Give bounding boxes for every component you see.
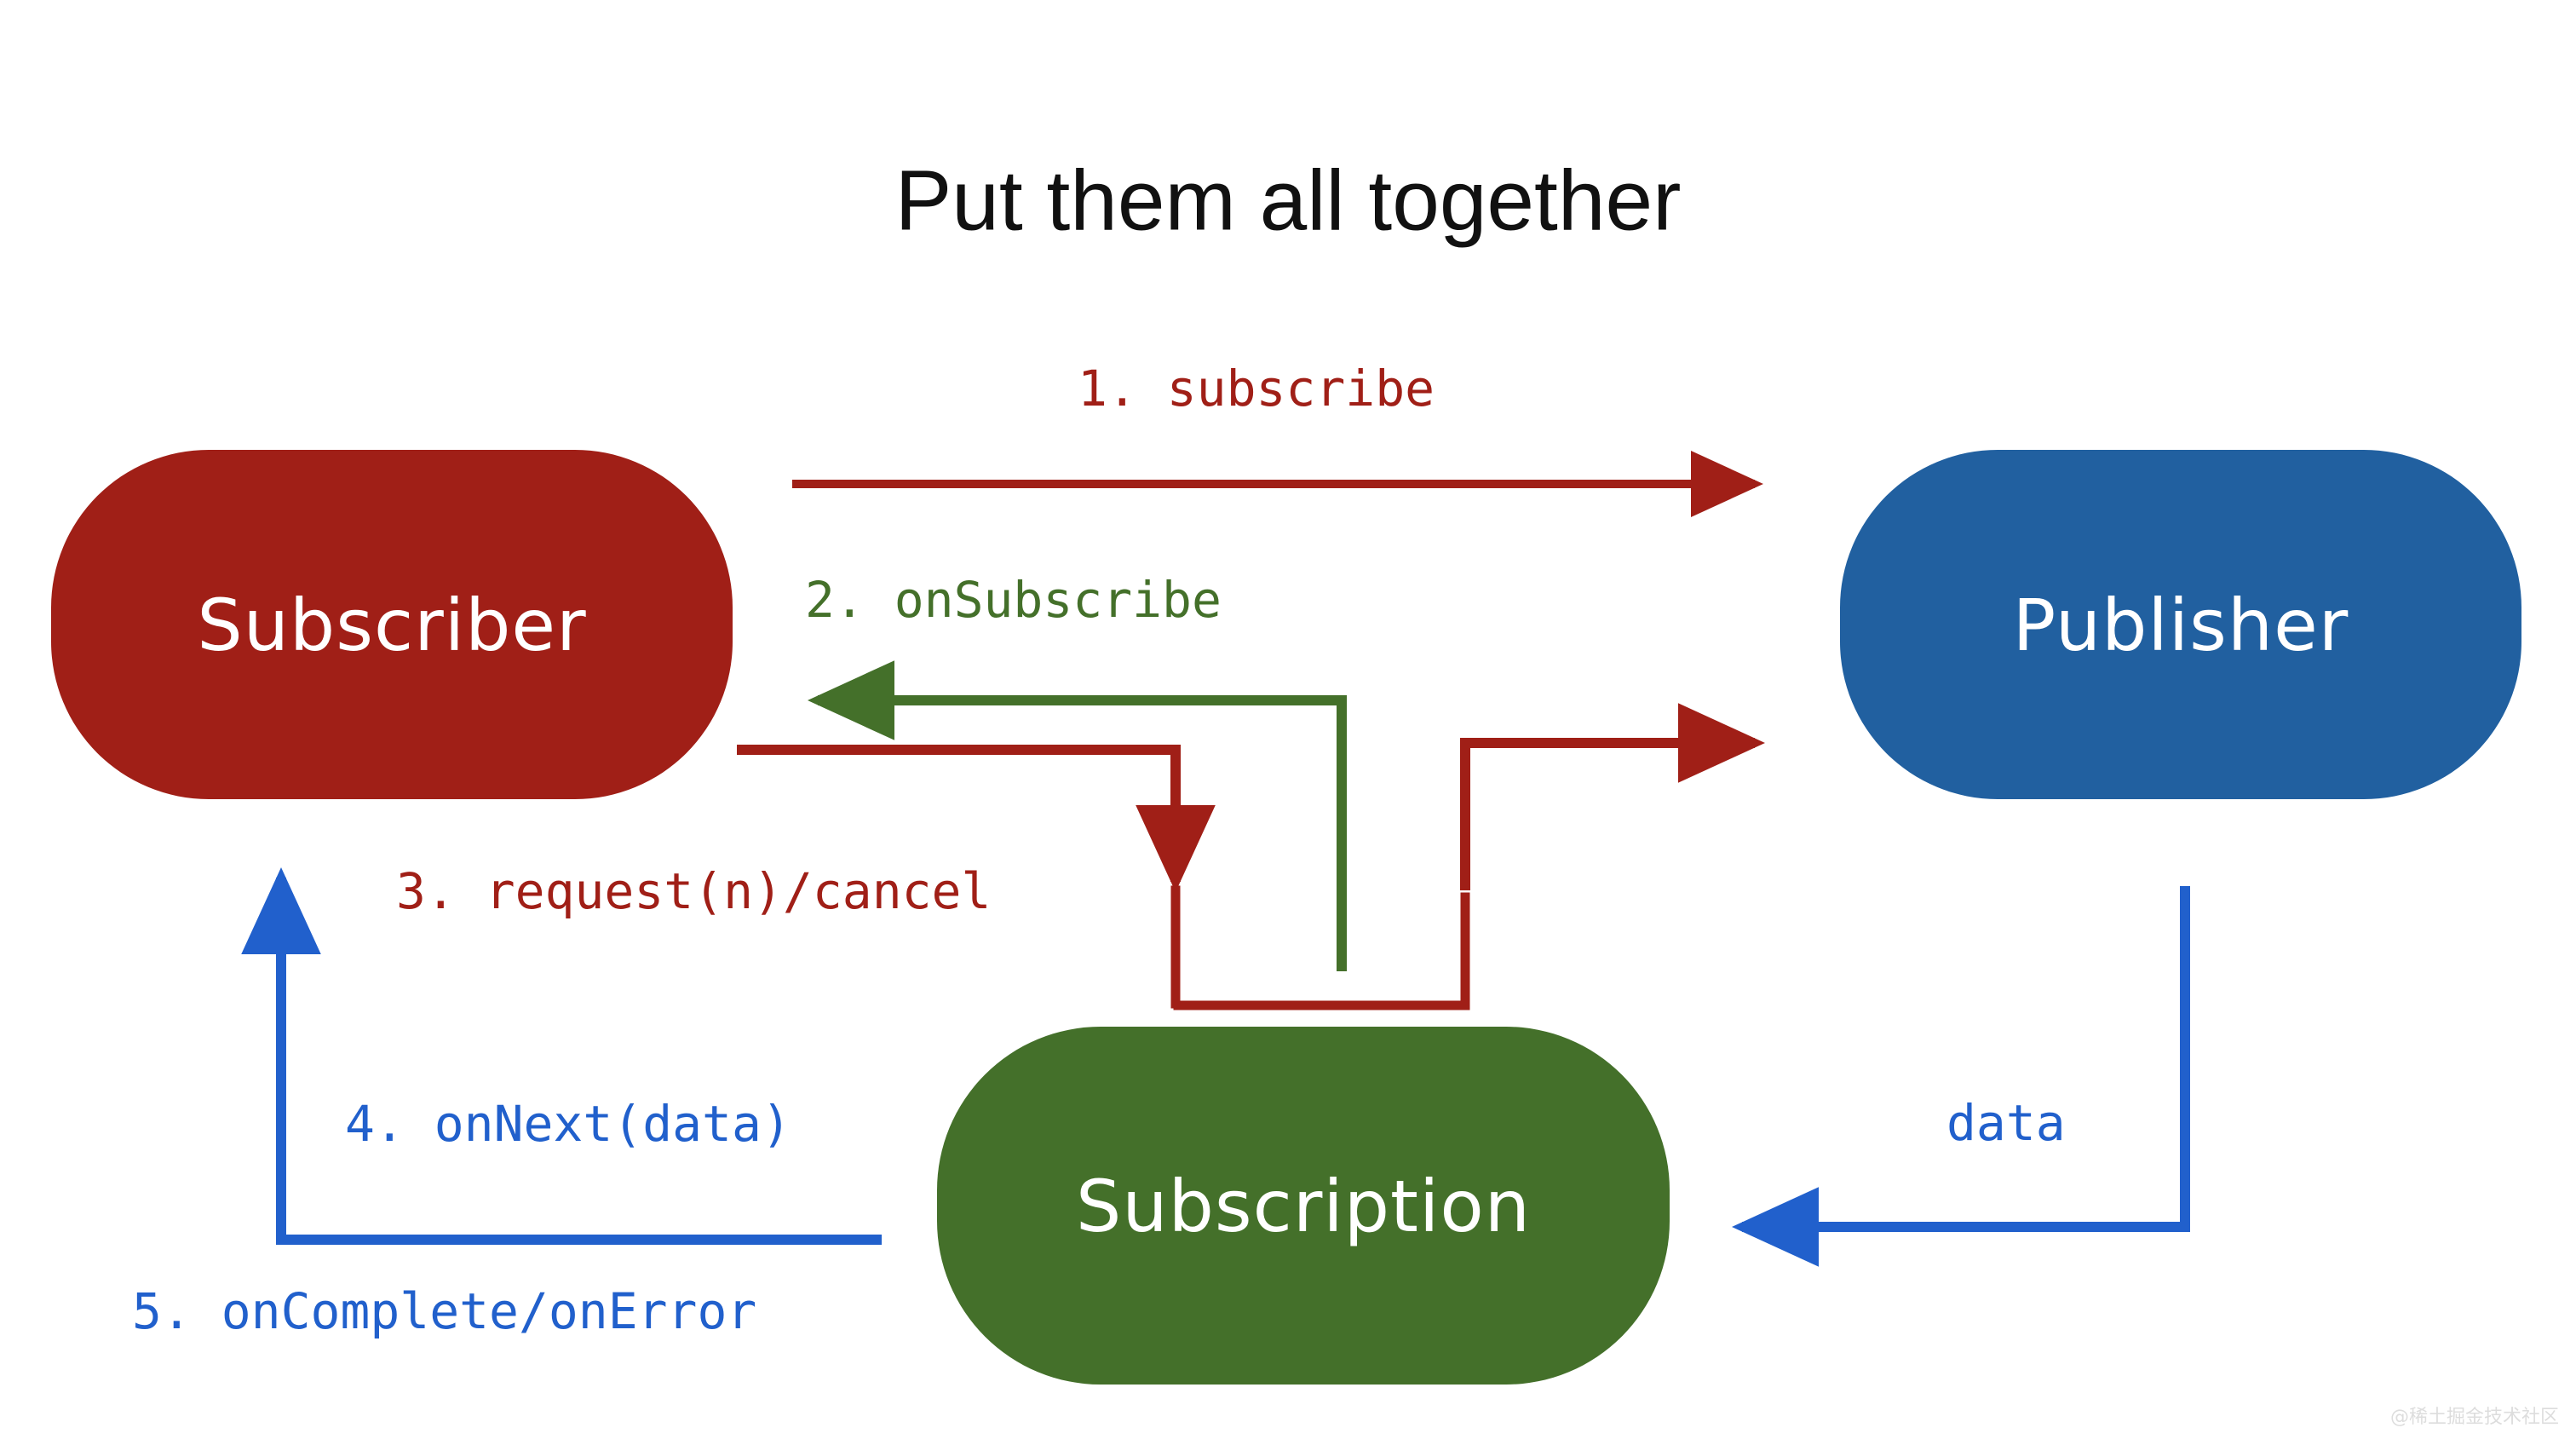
publisher-label: Publisher	[2013, 584, 2349, 667]
edge-request-cancel: 3. request(n)/cancel	[396, 745, 1469, 1010]
node-subscriber[interactable]: Subscriber	[51, 450, 733, 799]
on-subscribe-arrow-line	[808, 660, 1347, 971]
edge-data: data	[1732, 886, 2190, 1267]
subscription-publisher-dotted-segment	[1445, 889, 1470, 1010]
edge-label-subscribe: 1. subscribe	[1078, 360, 1435, 417]
edge-label-on-next: 4. onNext(data)	[345, 1095, 791, 1153]
publisher-shape[interactable]	[1840, 450, 2521, 799]
edge-on-next: 4. onNext(data) 5. onComplete/onError	[132, 867, 882, 1340]
subscriber-shape[interactable]	[51, 450, 733, 799]
subscription-label: Subscription	[1076, 1165, 1531, 1248]
edge-label-data: data	[1946, 1094, 2066, 1152]
request-cancel-arrow-line	[737, 745, 1216, 892]
node-publisher[interactable]: Publisher	[1840, 450, 2521, 799]
watermark: @稀土掘金技术社区	[2390, 1407, 2559, 1428]
request-cancel-dotted-segment	[1170, 885, 1469, 1010]
subscription-shape[interactable]	[937, 1027, 1670, 1385]
node-subscription[interactable]: Subscription	[937, 1027, 1670, 1385]
subscriber-label: Subscriber	[197, 584, 586, 667]
subscription-publisher-solid-segment	[1460, 703, 1765, 890]
page-title: Put them all together	[895, 153, 1682, 248]
edge-label-request-cancel: 3. request(n)/cancel	[396, 862, 991, 920]
edge-label-on-subscribe: 2. onSubscribe	[805, 571, 1222, 629]
edge-label-on-complete-on-error: 5. onComplete/onError	[132, 1282, 756, 1340]
on-next-arrow-line	[241, 867, 882, 1245]
edge-subscribe: 1. subscribe	[792, 360, 1763, 517]
edge-on-subscribe: 2. onSubscribe	[805, 571, 1347, 971]
data-arrow-line	[1732, 886, 2190, 1267]
edge-subscription-to-publisher	[1445, 703, 1765, 1010]
